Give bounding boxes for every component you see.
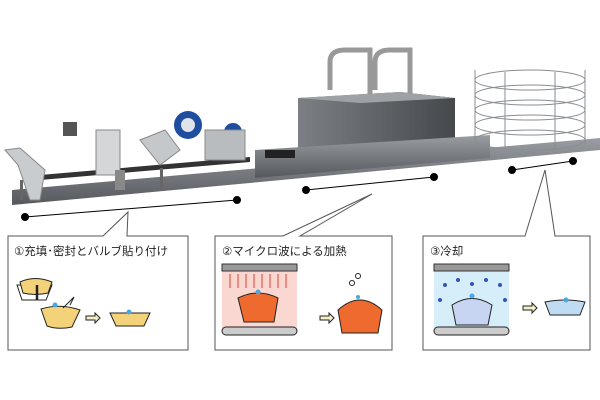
sealing-station: [139, 111, 246, 166]
cooling-illustration: [433, 263, 586, 336]
microwave-heating-illustration: [221, 263, 383, 336]
section-markers: [21, 157, 577, 221]
infeed-chute: [4, 147, 46, 201]
microwave-heater: [255, 47, 490, 178]
filling-station: [63, 122, 125, 190]
step-2-title: ②マイクロ波による加熱: [222, 244, 347, 258]
step-1-title: ①充填･密封とバルブ貼り付け: [14, 244, 169, 258]
filling-sealing-illustration: [16, 278, 151, 329]
spiral-cooler: [474, 69, 586, 151]
step-3-title: ③冷却: [430, 244, 464, 258]
